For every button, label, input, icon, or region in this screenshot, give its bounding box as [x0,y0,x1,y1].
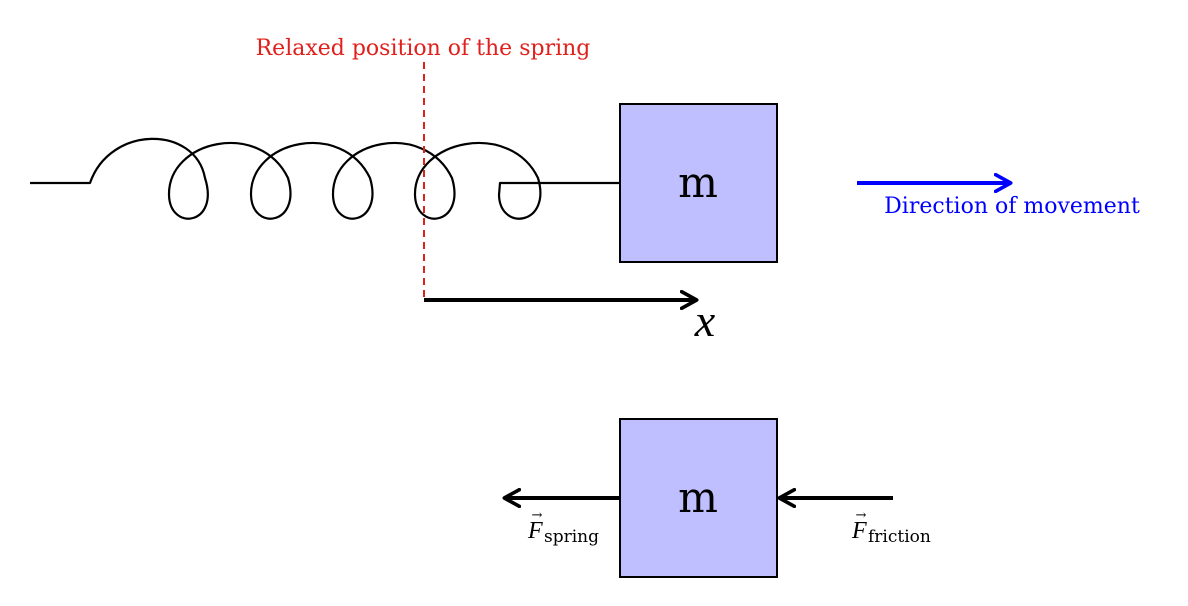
friction-force-symbol: F [851,518,867,544]
spring-force-subscript: spring [544,527,599,547]
spring-force-vector-mark: → [532,508,543,523]
spring-coil [30,137,620,220]
friction-force-vector-mark: → [856,508,867,523]
friction-force-label: → F friction [851,508,931,547]
spring-force-label: → F spring [527,508,599,547]
mass-label-bottom: m [678,473,718,522]
mass-block-top [619,103,778,263]
relaxed-position-label: Relaxed position of the spring [256,36,591,61]
direction-label: Direction of movement [884,194,1140,219]
spring-force-symbol: F [527,518,543,544]
x-axis-label: x [694,295,716,346]
friction-force-subscript: friction [868,527,931,547]
mass-label-top: m [678,158,718,207]
